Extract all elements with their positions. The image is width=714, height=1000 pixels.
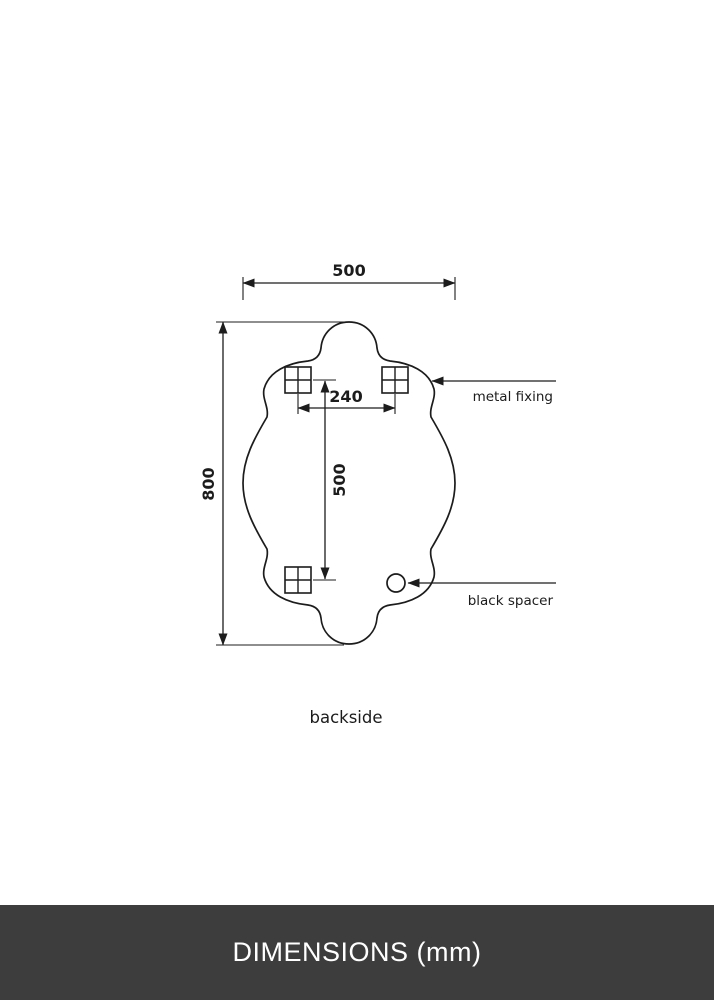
dimension-overall-width: 500	[242, 261, 456, 300]
dimension-overall-width-value: 500	[332, 261, 365, 280]
metal-fixing-label: metal fixing	[473, 389, 553, 405]
dimension-overall-height-value: 800	[199, 467, 218, 500]
black-spacer-label: black spacer	[468, 593, 554, 609]
dimension-diagram: 500 800 240 500	[199, 261, 556, 727]
callout-black-spacer: black spacer	[407, 578, 556, 609]
dimension-overall-height: 800	[199, 321, 344, 646]
dimension-fixing-spacing-vertical: 500	[313, 379, 349, 581]
footer-title: DIMENSIONS (mm)	[232, 937, 482, 967]
footer-bar: DIMENSIONS (mm)	[0, 905, 714, 1000]
dimension-fixing-spacing-vertical-value: 500	[330, 463, 349, 496]
metal-fixing-bottom-left	[284, 566, 312, 594]
metal-fixing-top-left	[284, 366, 312, 394]
dimension-fixing-spacing-horizontal-value: 240	[329, 387, 362, 406]
dimension-fixing-spacing-horizontal: 240	[297, 387, 396, 414]
caption-backside: backside	[309, 708, 382, 727]
mirror-outline	[242, 321, 456, 645]
black-spacer-circle	[386, 573, 406, 593]
metal-fixing-top-right	[381, 366, 409, 394]
callout-metal-fixing: metal fixing	[431, 376, 556, 405]
